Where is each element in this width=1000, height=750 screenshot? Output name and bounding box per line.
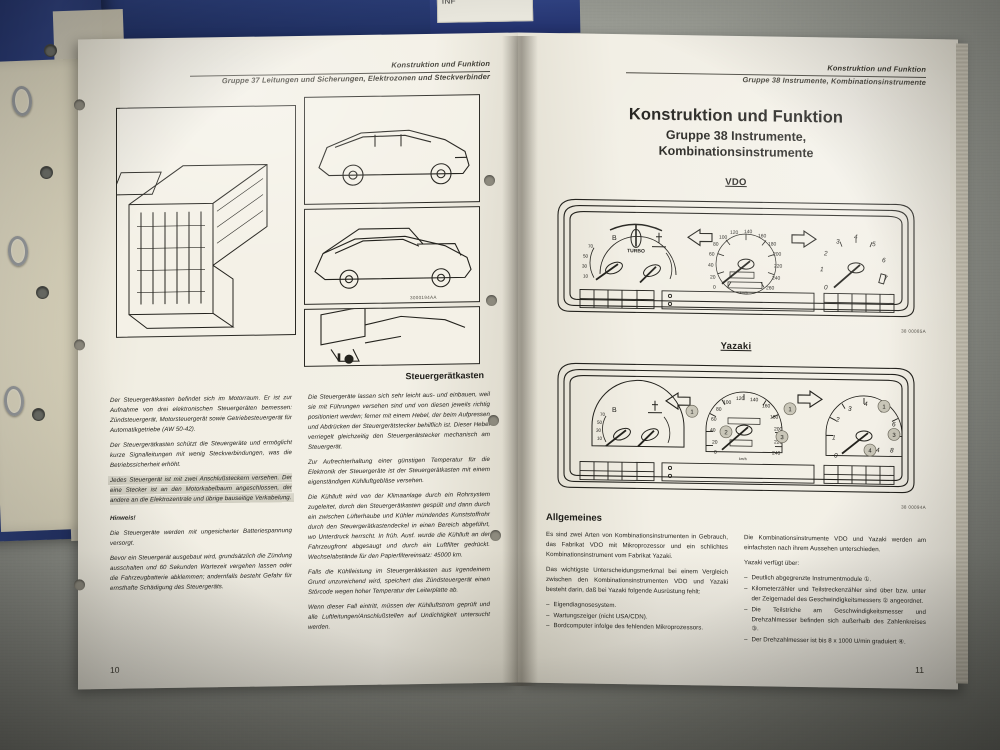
right-page: Konstruktion und Funktion Gruppe 38 Inst… bbox=[518, 32, 968, 690]
svg-text:10: 10 bbox=[583, 273, 589, 278]
svg-text:240: 240 bbox=[772, 275, 781, 281]
figure-connector-box bbox=[304, 306, 480, 368]
svg-text:1: 1 bbox=[690, 409, 694, 415]
svg-text:1: 1 bbox=[832, 434, 836, 441]
svg-text:7: 7 bbox=[884, 275, 888, 282]
callout-markers: 1 1 1 2 3 3 bbox=[685, 399, 901, 457]
svg-text:4: 4 bbox=[876, 447, 880, 454]
punch-hole-a bbox=[44, 44, 57, 57]
svg-text:4: 4 bbox=[868, 448, 872, 454]
figure-engine-bay-art bbox=[314, 228, 472, 290]
punch-hole-d bbox=[32, 408, 45, 421]
figure-car-engine-bay-box bbox=[304, 206, 480, 306]
gutter-punch-4 bbox=[490, 530, 501, 541]
svg-text:3: 3 bbox=[848, 405, 852, 412]
svg-text:180: 180 bbox=[768, 241, 777, 247]
svg-text:0: 0 bbox=[824, 284, 828, 291]
svg-text:50: 50 bbox=[583, 253, 589, 258]
svg-text:50: 50 bbox=[597, 420, 603, 425]
figure-control-unit-box bbox=[111, 105, 296, 339]
svg-text:180: 180 bbox=[770, 414, 779, 420]
svg-text:70: 70 bbox=[600, 412, 606, 417]
svg-text:B: B bbox=[612, 235, 617, 242]
svg-text:0: 0 bbox=[834, 452, 838, 459]
svg-text:120: 120 bbox=[730, 230, 739, 236]
figure-car-side-view-box bbox=[304, 94, 480, 206]
svg-text:2: 2 bbox=[724, 430, 728, 436]
figure-control-unit-art bbox=[111, 164, 268, 330]
svg-text:1: 1 bbox=[820, 266, 824, 273]
punch-hole-b bbox=[40, 166, 53, 179]
svg-text:220: 220 bbox=[774, 263, 783, 269]
svg-text:70: 70 bbox=[588, 243, 594, 248]
svg-text:260: 260 bbox=[766, 285, 775, 291]
svg-text:0: 0 bbox=[714, 449, 717, 455]
gutter-punch-2 bbox=[486, 295, 497, 306]
svg-text:0: 0 bbox=[713, 284, 716, 290]
svg-text:10: 10 bbox=[597, 436, 603, 441]
svg-text:TURBO: TURBO bbox=[627, 248, 645, 254]
turn-right-arrow bbox=[797, 389, 823, 408]
svg-text:100: 100 bbox=[723, 399, 732, 405]
turn-right-arrow bbox=[791, 229, 817, 248]
svg-text:40: 40 bbox=[708, 262, 714, 268]
svg-text:3: 3 bbox=[892, 433, 896, 439]
punch-hole-c bbox=[36, 286, 49, 299]
svg-text:160: 160 bbox=[758, 233, 767, 239]
svg-text:8: 8 bbox=[890, 447, 894, 454]
svg-text:1: 1 bbox=[788, 407, 792, 413]
gutter-punch-1 bbox=[484, 175, 495, 186]
svg-text:20: 20 bbox=[712, 439, 718, 445]
svg-text:220: 220 bbox=[774, 439, 783, 445]
gutter-punch-3 bbox=[488, 415, 499, 426]
svg-text:km/h: km/h bbox=[740, 291, 748, 295]
yazaki-cluster-art: B 7050 3010 bbox=[557, 362, 915, 493]
svg-text:160: 160 bbox=[762, 403, 771, 409]
vdo-cluster-figure: TURBO B 7050 3010 bbox=[546, 189, 926, 328]
svg-text:200: 200 bbox=[774, 426, 783, 432]
svg-text:120: 120 bbox=[736, 396, 745, 402]
svg-text:2: 2 bbox=[835, 416, 840, 423]
svg-text:140: 140 bbox=[750, 397, 759, 403]
svg-text:80: 80 bbox=[713, 241, 719, 247]
svg-text:6: 6 bbox=[892, 421, 896, 428]
svg-text:1: 1 bbox=[882, 404, 886, 410]
svg-text:20: 20 bbox=[710, 274, 716, 280]
svg-text:3: 3 bbox=[836, 238, 840, 245]
svg-text:6: 6 bbox=[882, 257, 886, 264]
svg-text:4: 4 bbox=[854, 234, 858, 241]
svg-text:2: 2 bbox=[823, 250, 828, 257]
svg-text:B: B bbox=[612, 407, 617, 414]
svg-text:30: 30 bbox=[582, 263, 588, 268]
svg-text:200: 200 bbox=[773, 251, 782, 257]
svg-text:km/h: km/h bbox=[739, 457, 747, 461]
vdo-cluster-art: TURBO B 7050 3010 bbox=[557, 198, 915, 317]
svg-text:100: 100 bbox=[719, 234, 728, 240]
svg-text:4: 4 bbox=[864, 401, 868, 408]
yazaki-cluster-figure: B 7050 3010 bbox=[546, 353, 926, 504]
svg-text:3: 3 bbox=[780, 435, 784, 441]
turn-left-arrow bbox=[687, 228, 713, 247]
svg-text:30: 30 bbox=[596, 427, 602, 432]
svg-text:5: 5 bbox=[872, 241, 876, 248]
svg-text:240: 240 bbox=[772, 450, 781, 456]
left-page: Konstruktion und Funktion Gruppe 37 Leit… bbox=[74, 32, 518, 690]
turn-left-arrow bbox=[665, 391, 691, 410]
svg-text:60: 60 bbox=[711, 416, 717, 422]
svg-text:140: 140 bbox=[744, 229, 753, 235]
svg-text:80: 80 bbox=[716, 406, 722, 412]
svg-text:60: 60 bbox=[709, 251, 715, 257]
figure-connector-art bbox=[320, 306, 466, 365]
svg-text:40: 40 bbox=[710, 427, 716, 433]
figure-car-art bbox=[318, 130, 470, 187]
